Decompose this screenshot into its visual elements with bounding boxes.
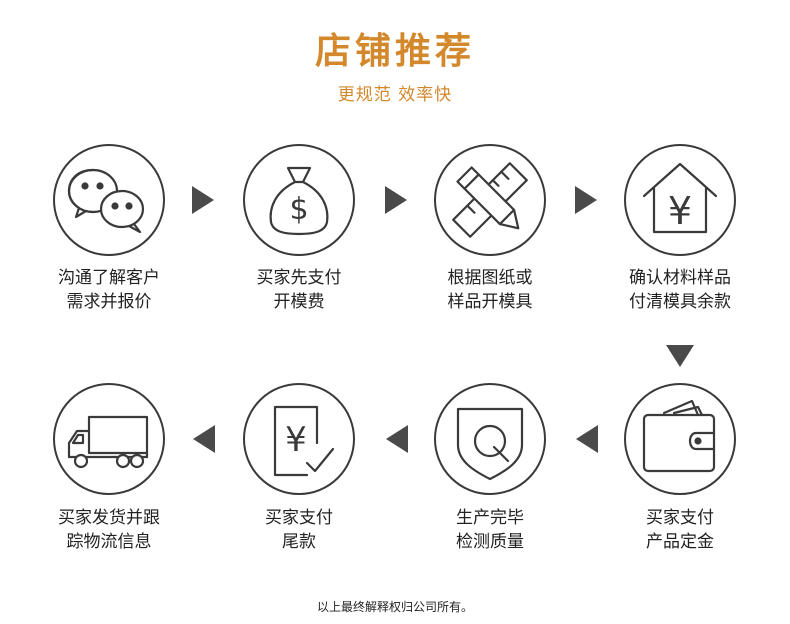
wallet-icon xyxy=(624,383,736,495)
yen-document-check-icon: ¥ xyxy=(243,383,355,495)
money-bag-icon: $ xyxy=(243,144,355,256)
house-yen-icon: ¥ xyxy=(624,144,736,256)
svg-text:¥: ¥ xyxy=(285,420,307,460)
step-caption: 买家先支付开模费 xyxy=(256,268,342,312)
shield-q-icon xyxy=(434,383,546,495)
footer-note: 以上最终解释权归公司所有。 xyxy=(316,600,473,614)
arrow-left-icon xyxy=(193,425,215,453)
step-caption: 根据图纸或样品开模具 xyxy=(447,268,533,312)
delivery-truck-icon xyxy=(53,383,165,495)
arrow-right-icon xyxy=(385,186,407,214)
step-caption: 买家支付产品定金 xyxy=(646,508,714,552)
page-title: 店铺推荐 xyxy=(314,31,475,72)
step-caption: 沟通了解客户需求并报价 xyxy=(58,268,160,312)
arrow-left-icon xyxy=(576,425,598,453)
chat-bubbles-icon xyxy=(53,144,165,256)
svg-text:$: $ xyxy=(289,192,308,227)
page-subtitle: 更规范 效率快 xyxy=(337,85,453,105)
step-caption: 买家发货并跟踪物流信息 xyxy=(58,508,160,552)
step-caption: 确认材料样品付清模具余款 xyxy=(629,268,731,312)
step-caption: 买家支付尾款 xyxy=(265,508,333,552)
svg-text:¥: ¥ xyxy=(668,189,692,233)
arrow-down-icon xyxy=(666,345,694,367)
step-caption: 生产完毕检测质量 xyxy=(456,508,524,552)
arrow-right-icon xyxy=(192,186,214,214)
arrow-left-icon xyxy=(386,425,408,453)
arrow-right-icon xyxy=(575,186,597,214)
pencil-ruler-icon xyxy=(434,144,546,256)
